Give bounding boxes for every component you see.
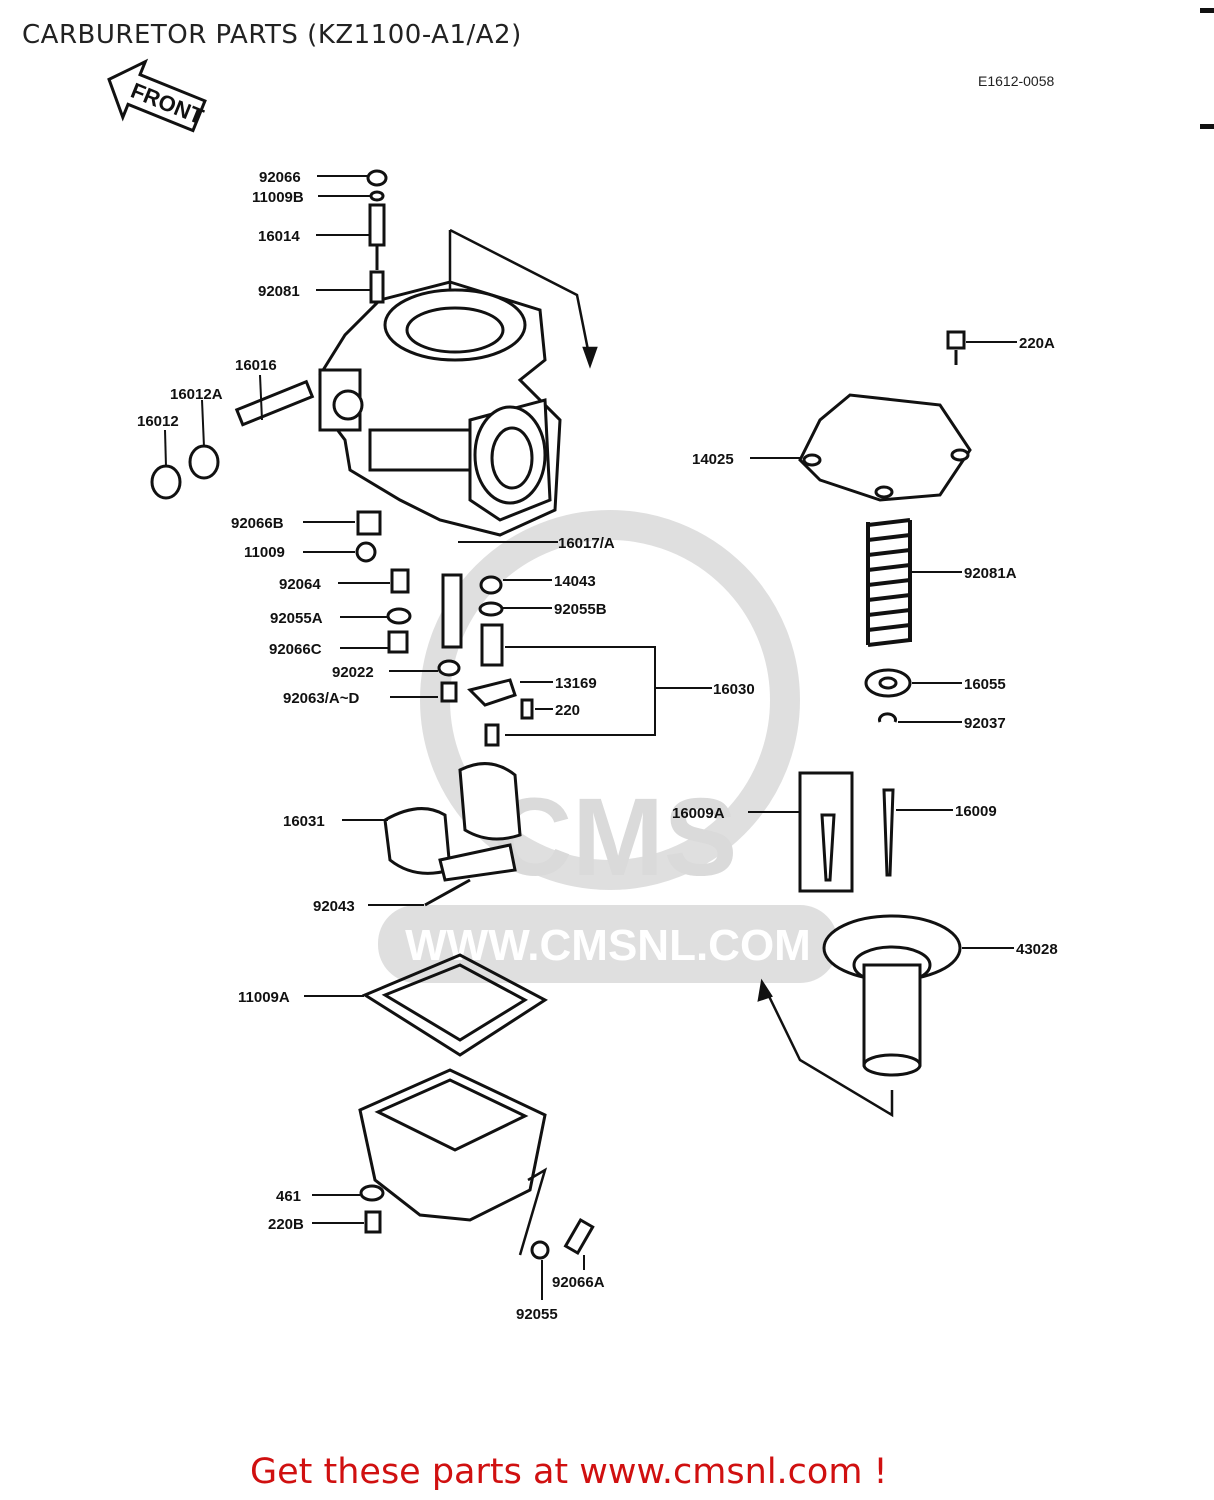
part-label: 16030 <box>713 681 755 698</box>
float-assembly <box>383 762 522 907</box>
part-label: 92081A <box>964 565 1017 582</box>
part-label: 92066C <box>269 641 322 658</box>
part-label: 16055 <box>964 676 1006 693</box>
top-cover <box>798 330 972 502</box>
edge-mark <box>1200 8 1214 13</box>
part-number-text: 92066 11009B 16014 92081 16016 16012A 16… <box>137 169 1058 1323</box>
screw-stack <box>366 169 388 304</box>
part-label: 92063/A~D <box>283 690 359 707</box>
part-label: 16012 <box>137 413 179 430</box>
part-label: 92064 <box>279 576 321 593</box>
page-title: CARBURETOR PARTS (KZ1100-A1/A2) <box>22 20 522 50</box>
part-label: 11009A <box>238 989 290 1006</box>
part-label: 220B <box>268 1216 304 1233</box>
part-label: 92066 <box>259 169 301 186</box>
part-label: 92066A <box>552 1274 605 1291</box>
edge-mark <box>1200 124 1214 129</box>
part-label: 92055 <box>516 1306 558 1323</box>
part-label: 92055A <box>270 610 323 627</box>
part-label: 13169 <box>555 675 597 692</box>
promo-link[interactable]: Get these parts at www.cmsnl.com ! <box>250 1452 888 1492</box>
needle-parts <box>798 668 912 893</box>
watermark-url: WWW.CMSNL.COM <box>405 921 811 970</box>
assembly-arrows <box>448 228 894 1256</box>
part-label: 92022 <box>332 664 374 681</box>
part-label: 16031 <box>283 813 325 830</box>
part-label: 11009B <box>252 189 304 206</box>
part-label: 16014 <box>258 228 300 245</box>
part-label: 16009A <box>672 805 725 822</box>
part-label: 43028 <box>1016 941 1058 958</box>
part-label: 461 <box>276 1188 301 1205</box>
pilot-screw <box>150 379 315 500</box>
part-label: 220A <box>1019 335 1055 352</box>
diaphragm-piston <box>822 914 962 1077</box>
part-label: 14043 <box>554 573 596 590</box>
part-label: 92037 <box>964 715 1006 732</box>
part-labels <box>164 175 1017 1300</box>
float-bowl <box>358 1068 595 1260</box>
carburetor-body <box>318 280 562 537</box>
part-label: 16009 <box>955 803 997 820</box>
part-label: 16016 <box>235 357 277 374</box>
bowl-gasket <box>361 953 548 1057</box>
front-arrow: FRONT <box>107 58 208 133</box>
part-label: 16017/A <box>558 535 615 552</box>
watermark: CMS WWW.CMSNL.COM <box>378 510 838 983</box>
diagram-code: E1612-0058 <box>978 73 1055 89</box>
part-label: 92066B <box>231 515 284 532</box>
watermark-brand: CMS <box>493 776 737 899</box>
part-label: 92081 <box>258 283 300 300</box>
spring <box>866 518 912 647</box>
jets <box>355 510 534 747</box>
part-label: 220 <box>555 702 580 719</box>
part-label: 92043 <box>313 898 355 915</box>
part-label: 14025 <box>692 451 734 468</box>
part-label: 11009 <box>244 544 285 561</box>
part-label: 16012A <box>170 386 223 403</box>
part-label: 92055B <box>554 601 607 618</box>
